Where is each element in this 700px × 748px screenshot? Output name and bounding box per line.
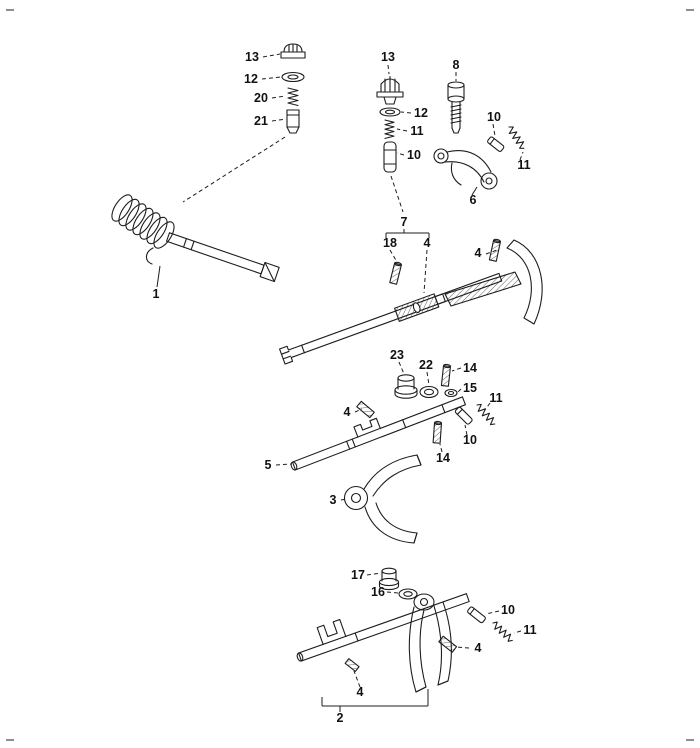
part-16-ring xyxy=(398,588,418,600)
bracket-part-7 xyxy=(385,229,430,238)
part-label-2: 2 xyxy=(337,711,344,725)
part-13-cap-middle xyxy=(376,75,404,105)
part-2-shift-rod-lower xyxy=(296,593,470,693)
part-label-14: 14 xyxy=(436,451,450,465)
part-label-16: 16 xyxy=(371,585,385,599)
part-4-roll-pin-lower-right xyxy=(438,635,458,653)
part-11-spring-upper-right xyxy=(508,126,525,149)
part-label-11: 11 xyxy=(523,623,536,637)
part-label-12: 12 xyxy=(244,72,258,86)
part-23-bushing xyxy=(394,374,418,399)
part-4-roll-pin-upper xyxy=(488,238,501,262)
part-label-6: 6 xyxy=(470,193,477,207)
bracket-part-2 xyxy=(321,689,429,712)
part-label-11: 11 xyxy=(489,391,502,405)
part-15-ring xyxy=(444,388,458,398)
part-label-12: 12 xyxy=(414,106,428,120)
part-10-pin-upper-right xyxy=(487,136,505,152)
part-7-shift-rod-upper xyxy=(279,239,543,365)
part-label-10: 10 xyxy=(487,110,501,124)
part-7-fork-prongs xyxy=(506,239,543,325)
leader-lines xyxy=(156,53,524,688)
part-label-4: 4 xyxy=(475,641,482,655)
part-label-21: 21 xyxy=(254,114,268,128)
part-label-4: 4 xyxy=(424,236,431,250)
part-10-detent-pin-middle xyxy=(383,141,397,173)
part-14-roll-pin-upper xyxy=(440,363,452,387)
part-label-4: 4 xyxy=(344,405,351,419)
part-label-17: 17 xyxy=(351,568,365,582)
part-label-1: 1 xyxy=(153,287,160,301)
part-18-roll-pin xyxy=(389,261,402,285)
part-4-roll-pin-lower-left xyxy=(344,658,360,672)
part-1-selector-shaft xyxy=(111,194,280,283)
part-11-spring-lower xyxy=(492,621,513,642)
part-6-lever xyxy=(433,148,498,190)
part-10-detent-pin-lower xyxy=(467,606,486,624)
part-12-washer-left xyxy=(281,71,305,83)
part-4-roll-pin-middle-left xyxy=(356,400,375,419)
part-label-5: 5 xyxy=(265,458,272,472)
part-label-22: 22 xyxy=(419,358,433,372)
part-label-18: 18 xyxy=(383,236,397,250)
part-label-10: 10 xyxy=(501,603,515,617)
part-5-shift-rod-middle xyxy=(290,396,466,471)
part-17-bushing xyxy=(378,567,400,591)
part-12-washer-middle xyxy=(379,107,401,117)
part-label-20: 20 xyxy=(254,91,268,105)
corner-marks xyxy=(6,9,694,741)
part-label-15: 15 xyxy=(463,381,477,395)
part-3-shift-fork xyxy=(343,454,422,544)
part-14-roll-pin-lower xyxy=(432,420,443,444)
part-label-13: 13 xyxy=(381,50,395,64)
part-label-10: 10 xyxy=(407,148,421,162)
part-label-7: 7 xyxy=(401,215,408,229)
part-label-4: 4 xyxy=(357,685,364,699)
part-label-3: 3 xyxy=(330,493,337,507)
part-20-spring xyxy=(287,87,299,107)
part-11-spring-middle-right xyxy=(476,403,496,426)
part-11-spring-middle xyxy=(384,119,395,139)
part-label-10: 10 xyxy=(463,433,477,447)
part-8-bolt xyxy=(447,81,465,134)
part-10-detent-pin-middle-right xyxy=(454,406,473,425)
part-label-14: 14 xyxy=(463,361,477,375)
part-label-13: 13 xyxy=(245,50,259,64)
part-label-11: 11 xyxy=(410,124,423,138)
part-21-detent-bolt xyxy=(286,109,300,134)
part-label-8: 8 xyxy=(453,58,460,72)
part-label-11: 11 xyxy=(517,158,530,172)
part-label-23: 23 xyxy=(390,348,404,362)
part-22-ring xyxy=(419,385,439,399)
part-13-cap-left xyxy=(280,43,306,59)
part-label-4: 4 xyxy=(475,246,482,260)
